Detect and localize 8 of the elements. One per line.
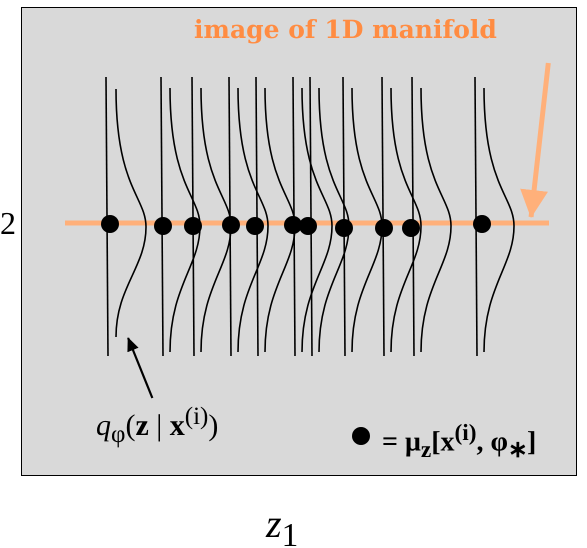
plot-panel: [21, 7, 577, 476]
annotation-text: image of 1D manifold: [194, 15, 497, 44]
axis-label: z$_{1}$: [266, 500, 298, 548]
axis-label: 2: [0, 205, 16, 242]
formula-label: q$_{φ}$(z | x$^{(i)}$): [96, 403, 218, 449]
arrow: [520, 62, 551, 218]
arrow: [127, 337, 154, 398]
legend-text: = μ$_{z}$[x$^{(i)}$, φ$_{∗}$]: [382, 420, 536, 464]
